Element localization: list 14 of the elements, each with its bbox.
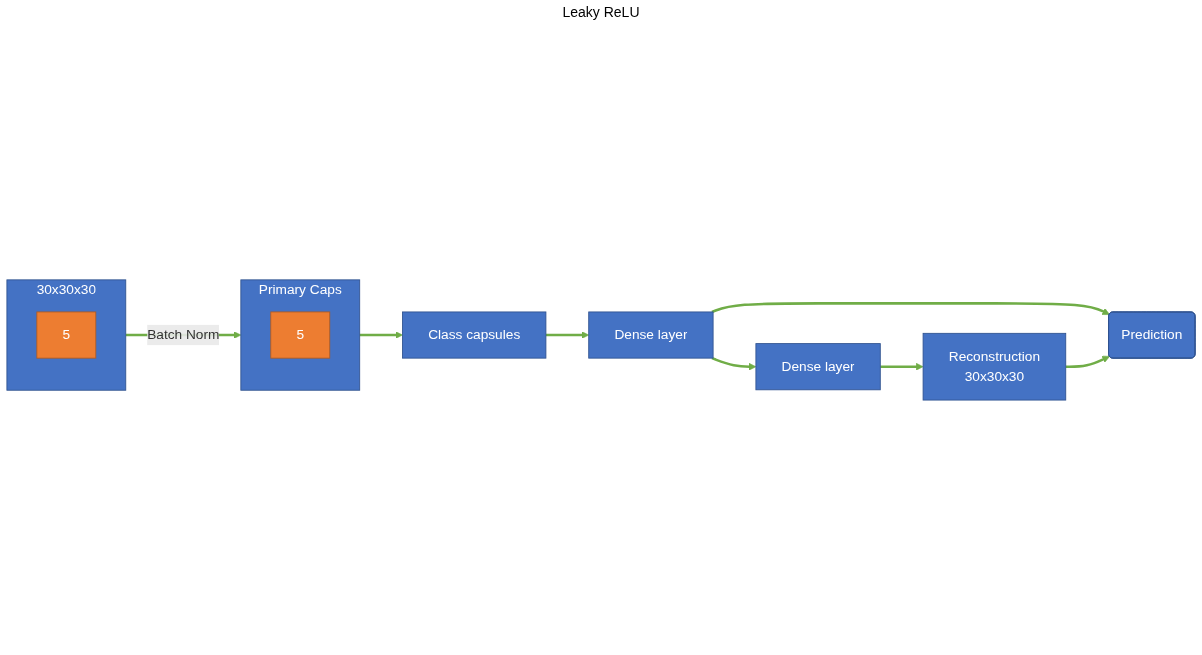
arrow bbox=[711, 356, 757, 370]
arrow bbox=[545, 330, 590, 339]
arrow bbox=[711, 301, 1110, 315]
arrow bbox=[880, 362, 924, 370]
note-label: Leaky ReLU bbox=[562, 4, 640, 20]
node-box: Dense layer bbox=[755, 342, 881, 390]
node-box: 5 bbox=[36, 311, 97, 359]
node-box: Reconstruction 30x30x30 bbox=[922, 332, 1067, 401]
node-box: Dense layer bbox=[588, 311, 714, 359]
arrow bbox=[359, 330, 403, 339]
edge-label: Batch Norm bbox=[147, 326, 220, 342]
arrow bbox=[1065, 355, 1110, 368]
node-box: 5 bbox=[270, 311, 331, 359]
node-box: Class capsules bbox=[402, 311, 547, 359]
